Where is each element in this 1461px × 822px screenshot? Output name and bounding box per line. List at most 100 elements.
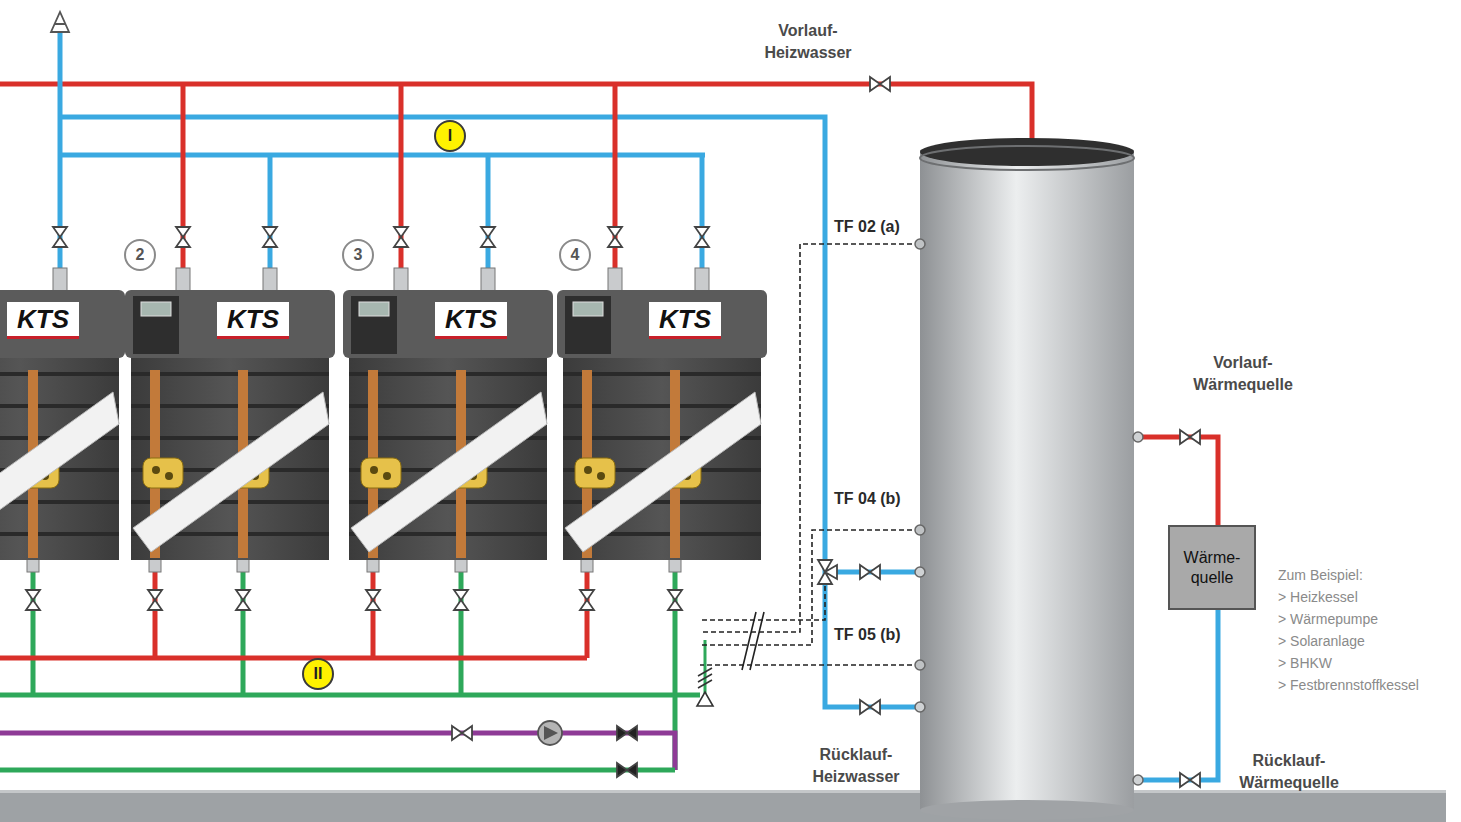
valve-symbol	[452, 726, 472, 740]
insulation-rib	[563, 372, 761, 376]
control-panel	[351, 296, 397, 354]
pipe-fitting	[915, 702, 925, 712]
pipe	[241, 560, 246, 695]
pipe-label: Rücklauf- Heizwasser	[800, 744, 912, 788]
pipe	[459, 560, 464, 695]
circulation-pump	[538, 721, 562, 745]
callout-number: 2	[124, 239, 156, 271]
pipe	[0, 733, 675, 770]
insulation-rib	[563, 404, 761, 408]
tank-top	[920, 138, 1134, 166]
pipe	[0, 693, 700, 698]
cut-mark	[742, 612, 764, 670]
pipe	[0, 656, 587, 661]
temperature-sensor	[915, 239, 925, 249]
temperature-sensor	[915, 660, 925, 670]
control-panel	[565, 296, 611, 354]
valve-symbol	[860, 700, 880, 714]
controller-display	[141, 302, 171, 316]
pipe-label: Rücklauf- Wärmequelle	[1226, 750, 1352, 794]
tank-top-rim	[920, 146, 1134, 170]
insulation-rib	[563, 500, 761, 504]
pipe	[181, 84, 186, 282]
three-way-valve	[818, 560, 837, 584]
pipe	[399, 84, 404, 282]
valve-symbol	[176, 227, 190, 247]
floor-edge	[0, 790, 1446, 793]
insulation-rib	[349, 404, 547, 408]
pipe	[60, 153, 705, 158]
sensor-wire	[700, 664, 912, 666]
tank-bottom	[920, 800, 1134, 820]
pipe-label: Vorlauf- Wärmequelle	[1180, 352, 1306, 396]
insulation-rib	[131, 372, 329, 376]
station-housing	[125, 290, 335, 358]
station-pump	[361, 458, 401, 488]
valve-symbol	[870, 77, 890, 91]
pipe-fitting	[608, 268, 622, 292]
relief-valve-symbol	[697, 668, 713, 706]
station-body	[349, 358, 547, 560]
valve-symbol	[366, 590, 380, 610]
insulation-rib	[349, 372, 547, 376]
pipe	[1135, 437, 1218, 525]
pipe	[0, 768, 675, 773]
valve-symbol	[53, 227, 67, 247]
node-text: Wärme- quelle	[1176, 548, 1248, 588]
pipe	[60, 117, 918, 707]
schematic-layer	[0, 12, 1446, 822]
pipe	[486, 155, 491, 282]
station-pump	[143, 458, 183, 488]
sensor-label: TF 04 (b)	[832, 490, 903, 508]
heat-exchanger-cover	[565, 392, 761, 552]
callout-number: I	[434, 120, 466, 152]
valve-symbol	[617, 763, 637, 777]
valve-symbol	[668, 590, 682, 610]
pipe-fitting	[1133, 432, 1143, 442]
pump-dot	[584, 466, 592, 474]
note-item: > Festbrennstoffkessel	[1278, 676, 1419, 694]
insulation-rib	[349, 500, 547, 504]
valve-symbol	[481, 227, 495, 247]
valve-symbol	[26, 590, 40, 610]
insulation-rib	[0, 532, 119, 536]
pipe-label: Vorlauf- Heizwasser	[752, 20, 864, 64]
pipe	[31, 560, 36, 695]
sensor-label: TF 05 (b)	[832, 626, 903, 644]
station-housing	[0, 290, 125, 358]
pipe-fitting	[481, 268, 495, 292]
valve-symbol	[263, 227, 277, 247]
pipe	[700, 155, 705, 282]
valve-symbol	[617, 726, 637, 740]
valve-symbol	[236, 590, 250, 610]
note-item: > Solaranlage	[1278, 632, 1365, 650]
floor-band	[0, 792, 1446, 822]
pipe-fitting	[915, 567, 925, 577]
pipe-fitting	[176, 268, 190, 292]
station-body	[131, 358, 329, 560]
valve-symbol	[454, 590, 468, 610]
note-item: > BHKW	[1278, 654, 1332, 672]
sensor-label: TF 02 (a)	[832, 218, 902, 236]
valve-symbol	[1180, 430, 1200, 444]
pipe-fitting	[1133, 775, 1143, 785]
heating-station: KTS	[125, 290, 335, 560]
station-housing	[343, 290, 553, 358]
heat-exchanger-cover	[0, 392, 119, 552]
valve-symbol	[1180, 773, 1200, 787]
pipe	[1135, 610, 1218, 780]
valve-symbol	[695, 227, 709, 247]
pipe	[613, 84, 618, 282]
pipe-fitting	[53, 268, 67, 292]
controller-display	[359, 302, 389, 316]
heating-station: KTS	[0, 290, 125, 560]
valve-symbol	[608, 227, 622, 247]
note-heading: Zum Beispiel:	[1278, 566, 1363, 584]
station-housing	[557, 290, 767, 358]
valve-symbol	[148, 590, 162, 610]
heating-station: KTS	[343, 290, 553, 560]
pipe-fitting	[263, 268, 277, 292]
station-pump	[575, 458, 615, 488]
brand-plate: KTS	[435, 302, 507, 339]
